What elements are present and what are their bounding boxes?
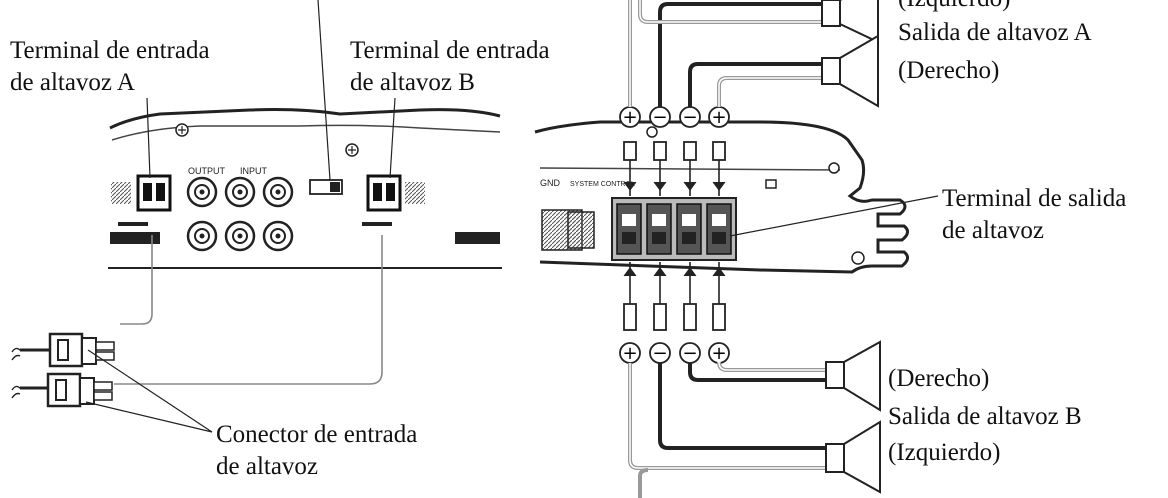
polarity-minus-1: − — [652, 107, 667, 128]
right-amplifier-panel: GND SYSTEM CONTROL — [534, 0, 939, 498]
leader-line-connector-2 — [85, 401, 213, 433]
bottom-polarity-markers: + − − + — [619, 342, 730, 364]
label-terminal-b-line2: de altavoz B — [350, 69, 475, 96]
selector-switch — [309, 179, 343, 195]
polarity-plus-4: + — [711, 343, 726, 364]
label-output-a-top-partial: (Izquierdo) — [898, 0, 1010, 14]
label-output-b-right: (Derecho) — [888, 365, 990, 392]
output-text: OUTPUT — [188, 166, 226, 176]
label-connector-line2: de altavoz — [216, 453, 319, 480]
label-output-a-line1: Salida de altavoz A — [898, 19, 1092, 46]
top-speaker-wires — [628, 0, 822, 107]
speaker-a-right — [821, 34, 879, 108]
label-terminal-a-line2: de altavoz A — [10, 69, 135, 96]
bottom-speaker-wires — [628, 361, 826, 498]
label-output-b-line1: Salida de altavoz B — [888, 403, 1082, 430]
left-amplifier-panel: OUTPUT INPUT — [11, 0, 502, 433]
label-output-a-line2: (Derecho) — [898, 57, 1000, 84]
speaker-input-connector-2 — [11, 372, 113, 408]
rca-jack-group: OUTPUT INPUT — [186, 166, 294, 252]
speaker-output-terminal-block — [611, 197, 737, 261]
speaker-b-left — [825, 420, 881, 494]
polarity-minus-3: − — [652, 343, 667, 364]
speaker-input-connector-1 — [11, 332, 115, 368]
leader-line-b — [389, 97, 396, 179]
top-wire-ferrules — [623, 141, 726, 196]
leader-line-output-terminal — [729, 195, 939, 237]
switch-pointer-line — [317, 0, 331, 181]
polarity-plus-3: + — [622, 343, 637, 364]
speaker-top-left-channel — [821, 0, 879, 44]
input-terminal-a — [111, 174, 172, 226]
gnd-text: GND — [540, 178, 561, 188]
polarity-minus-2: − — [682, 107, 697, 128]
system-control-text: SYSTEM CONTROL — [570, 181, 635, 188]
leader-line-a — [146, 97, 151, 179]
label-terminal-b-line1: Terminal de entrada — [350, 37, 550, 64]
input-text: INPUT — [240, 166, 268, 176]
leader-line-connector-1 — [87, 349, 213, 433]
label-output-b-left: (Izquierdo) — [888, 439, 1001, 466]
bottom-wire-ferrules — [623, 262, 726, 331]
label-connector-line1: Conector de entrada — [216, 421, 418, 448]
top-polarity-markers: + − − + — [619, 106, 730, 128]
label-terminal-a-line1: Terminal de entrada — [10, 37, 210, 64]
speaker-b-right — [825, 340, 881, 412]
input-terminal-b — [362, 174, 425, 226]
polarity-plus-2: + — [711, 107, 726, 128]
polarity-plus-1: + — [622, 107, 637, 128]
label-output-terminal-line1: Terminal de salida — [942, 185, 1127, 212]
polarity-minus-4: − — [682, 343, 697, 364]
label-output-terminal-line2: de altavoz — [942, 217, 1045, 244]
